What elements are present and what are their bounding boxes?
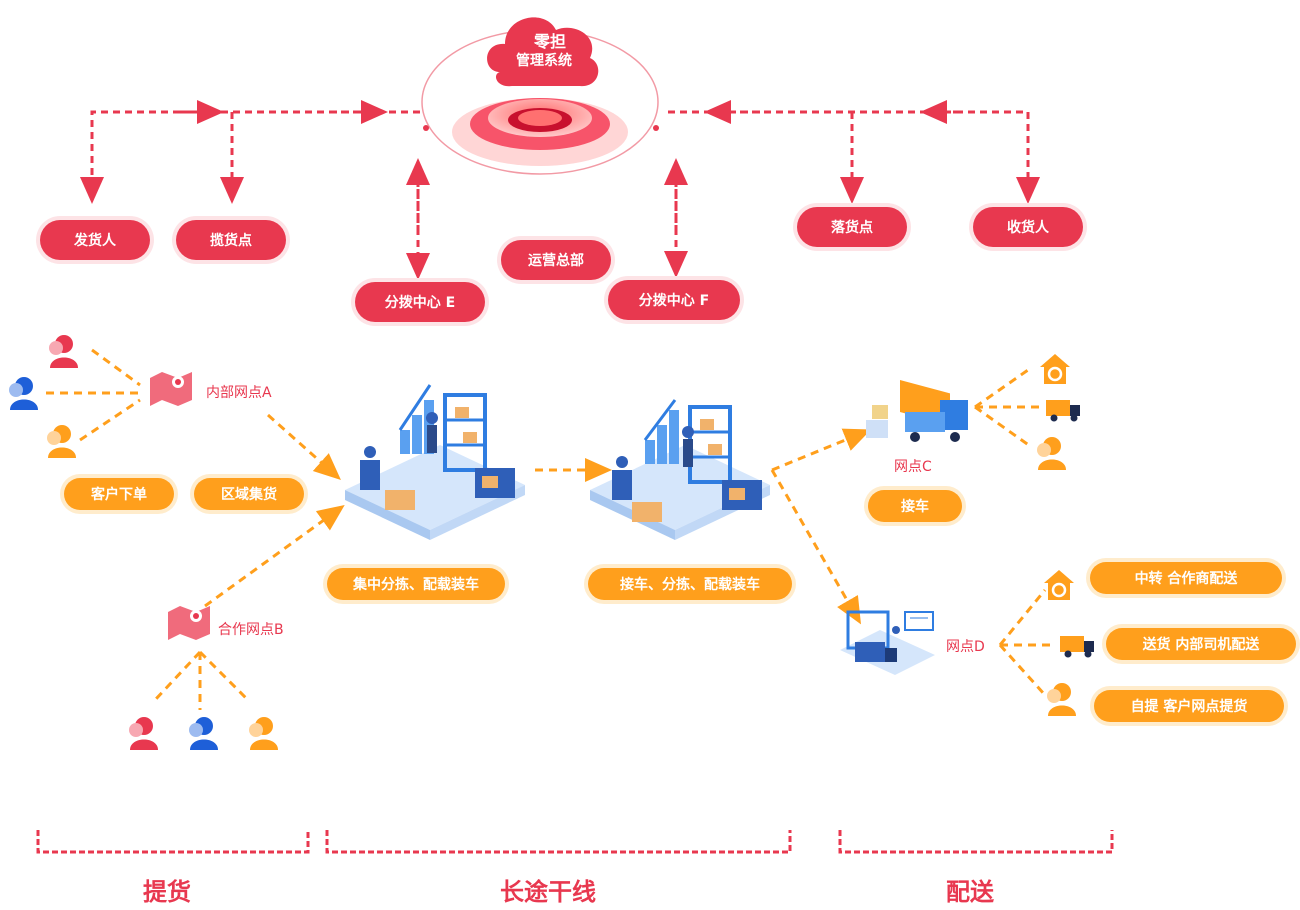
- warehouse-illustration-1: [345, 384, 525, 540]
- truck-icon: [1046, 400, 1080, 422]
- map-icon: [168, 606, 210, 640]
- stage-trunk: 长途干线: [500, 878, 596, 906]
- outlet-c-label: 网点C: [894, 459, 932, 475]
- pickup-car-step: 接车: [868, 490, 962, 522]
- stage-pickup: 提货: [143, 878, 191, 906]
- hub-title-line2: 管理系统: [516, 53, 572, 69]
- cloud-icon: [487, 17, 599, 87]
- transfer-home-icon: [1044, 570, 1074, 600]
- self-pickup-step: 自提 客户网点提货: [1094, 690, 1284, 722]
- hub-connectors: [80, 100, 1040, 280]
- truck-illustration-c: [866, 380, 968, 442]
- operations-hq-node: 运营总部: [501, 240, 611, 280]
- receive-sort-step: 接车、分拣、配载装车: [588, 568, 792, 600]
- hub-f-node: 分拨中心 F: [608, 280, 740, 320]
- outlet-b-label: 合作网点B: [218, 622, 284, 638]
- hub-e-node: 分拨中心 E: [355, 282, 485, 322]
- transfer-step: 中转 合作商配送: [1090, 562, 1282, 594]
- receiver-node: 收货人: [973, 207, 1083, 247]
- user-icon: [249, 717, 278, 750]
- warehouse-illustration-d: [840, 610, 935, 675]
- user-icon: [129, 717, 158, 750]
- stage-brackets: [36, 830, 1114, 854]
- user-icon: [189, 717, 218, 750]
- outlet-d-label: 网点D: [946, 639, 985, 655]
- hub-platform: [421, 29, 659, 175]
- user-icon: [47, 425, 76, 458]
- flow-connectors: [46, 348, 1055, 710]
- delivery-step: 送货 内部司机配送: [1106, 628, 1296, 660]
- warehouse-illustration-2: [590, 399, 770, 540]
- regional-collect-step: 区域集货: [194, 478, 304, 510]
- user-icon: [1037, 437, 1066, 470]
- pickup-point-node: 揽货点: [176, 220, 286, 260]
- user-icon: [1047, 683, 1076, 716]
- drop-point-node: 落货点: [797, 207, 907, 247]
- user-icon: [9, 377, 38, 410]
- user-icon: [49, 335, 78, 368]
- customer-order-step: 客户下单: [64, 478, 174, 510]
- shipper-node: 发货人: [40, 220, 150, 260]
- stage-distribution: 配送: [946, 878, 994, 906]
- hub-title-line1: 零担: [534, 32, 567, 51]
- map-icon: [150, 372, 192, 406]
- central-sort-step: 集中分拣、配载装车: [327, 568, 505, 600]
- outlet-a-label: 内部网点A: [206, 385, 272, 401]
- truck-icon: [1060, 636, 1094, 658]
- transfer-home-icon: [1040, 354, 1070, 384]
